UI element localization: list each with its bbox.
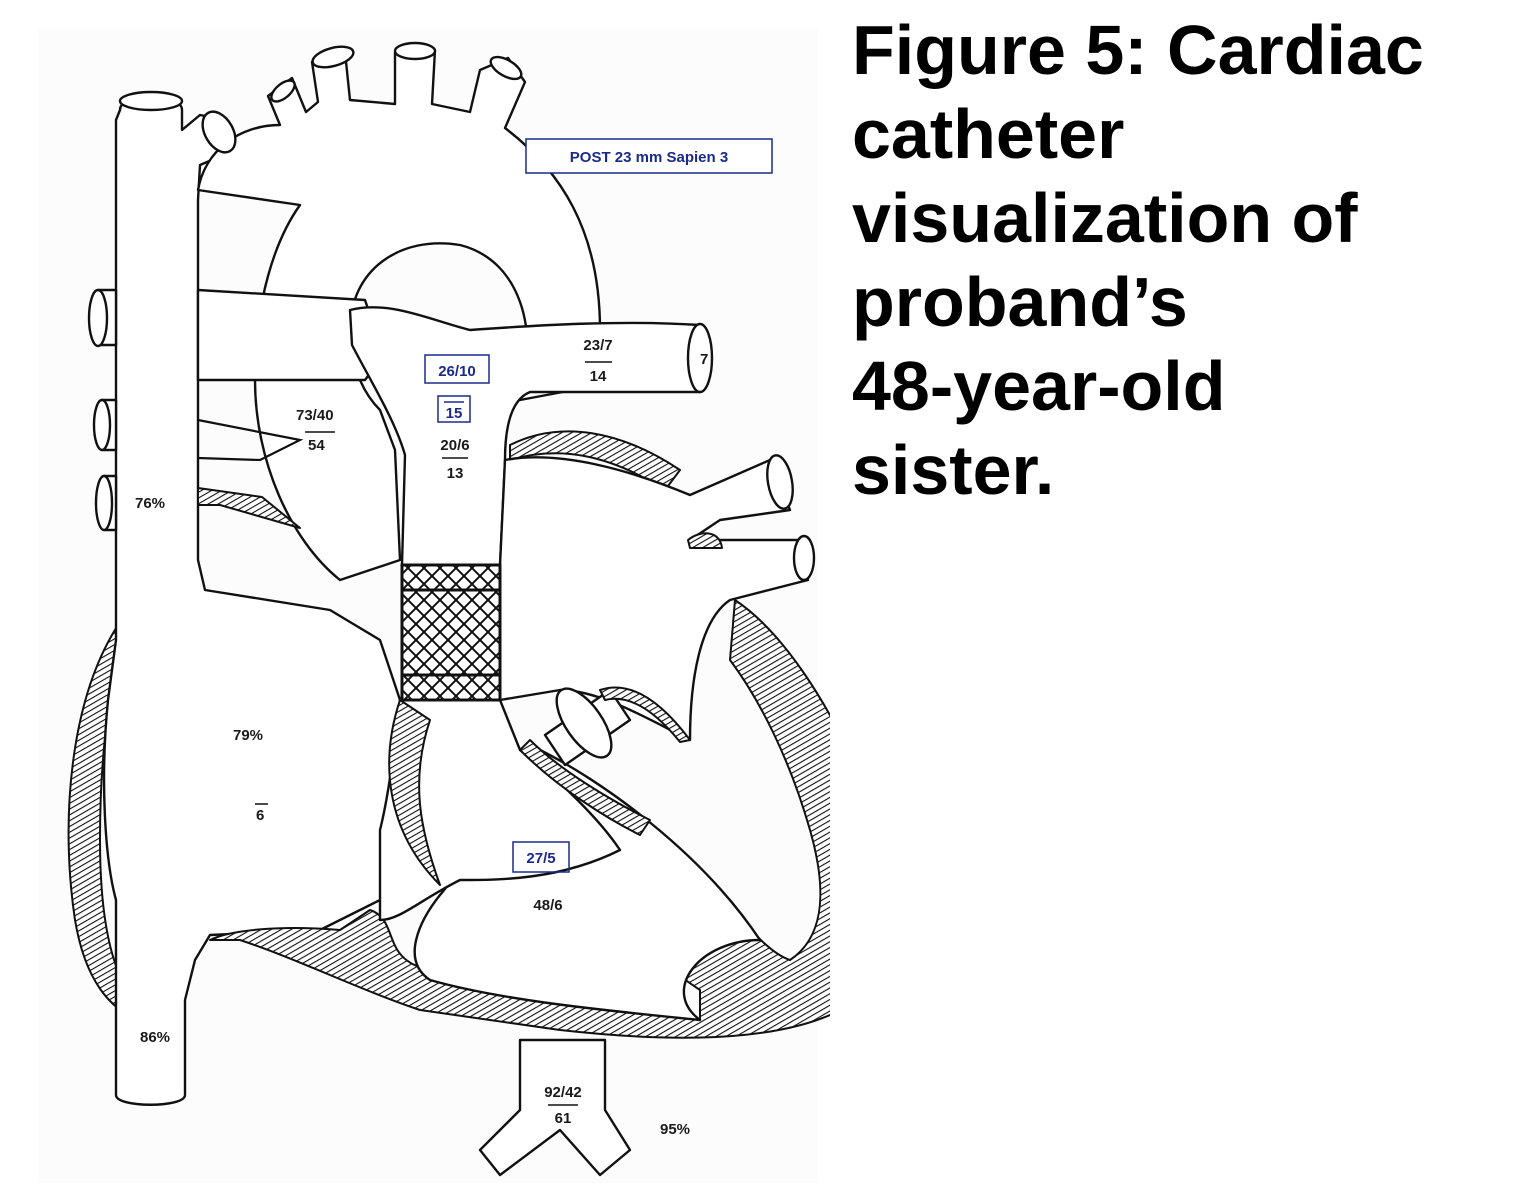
heart-diagram: POST 23 mm Sapien 3 76% 79% 6 86% 73/40 … — [0, 0, 830, 1185]
caption-line: Figure 5: Cardiac — [852, 8, 1512, 92]
mpa-mean: 13 — [447, 465, 464, 482]
lpa-edge-value: 7 — [700, 351, 708, 368]
caption-line: 48-year-old — [852, 344, 1512, 428]
pa-mean-boxed: 15 — [446, 405, 463, 422]
rv-pressure: 48/6 — [533, 897, 562, 914]
aorta-pressure: 73/40 — [296, 407, 334, 424]
figure-caption: Figure 5: Cardiac catheter visualization… — [852, 8, 1512, 512]
post-procedure-label: POST 23 mm Sapien 3 — [526, 139, 772, 173]
pa-pressure-boxed: 26/10 — [438, 363, 476, 380]
rv-pressure-boxed: 27/5 — [526, 850, 555, 867]
lpa-pressure: 23/7 — [583, 337, 612, 354]
ra-saturation: 79% — [233, 727, 263, 744]
mpa-pressure: 20/6 — [440, 437, 469, 454]
caption-line: sister. — [852, 428, 1512, 512]
aorta-mean: 54 — [308, 437, 325, 454]
sapien-valve-stent — [402, 565, 500, 700]
lv-mean: 61 — [555, 1110, 572, 1127]
svc-saturation: 76% — [135, 495, 165, 512]
lv-pressure: 92/42 — [544, 1084, 582, 1101]
lpa-mean: 14 — [590, 368, 607, 385]
caption-line: catheter — [852, 92, 1512, 176]
lv-saturation: 95% — [660, 1121, 690, 1138]
ra-mean: 6 — [256, 807, 264, 824]
ivc-saturation: 86% — [140, 1029, 170, 1046]
post-label-text: POST 23 mm Sapien 3 — [570, 149, 728, 166]
caption-line: visualization of — [852, 176, 1512, 260]
caption-line: proband’s — [852, 260, 1512, 344]
